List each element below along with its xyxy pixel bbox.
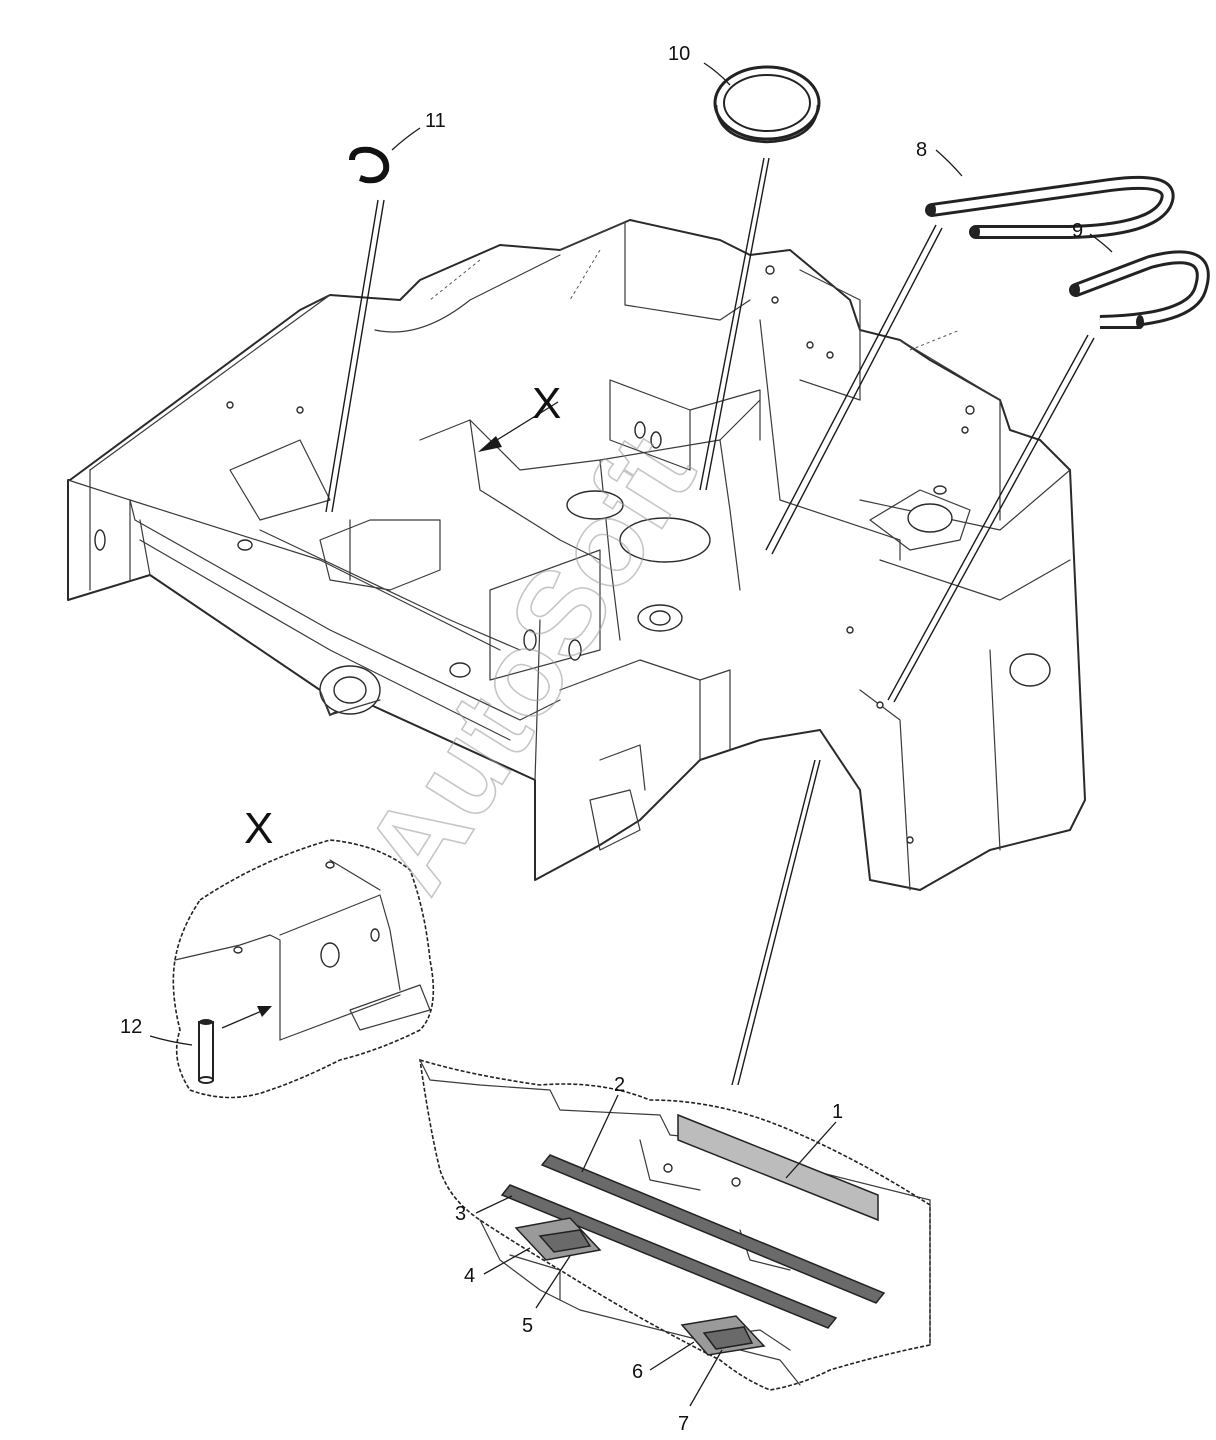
part-10-ring-seal — [713, 65, 821, 144]
part-11-clip — [349, 146, 390, 184]
part-leader-lines — [325, 157, 1095, 1086]
callout-6: 6 — [632, 1361, 643, 1383]
view-marker-x: X — [532, 379, 561, 428]
callout-12: 12 — [120, 1016, 142, 1038]
part-9-hose-loop — [1069, 250, 1210, 329]
part-8-hose-loop — [925, 175, 1175, 239]
callout-1: 1 — [832, 1101, 843, 1123]
watermark: AutoSoft — [338, 413, 720, 914]
callout-pointers — [149, 62, 1113, 1407]
callout-7: 7 — [678, 1413, 689, 1435]
floor-panel-detail — [419, 1058, 931, 1391]
callout-5: 5 — [522, 1315, 533, 1337]
callout-10: 10 — [668, 43, 690, 65]
callout-4: 4 — [464, 1265, 475, 1287]
callout-3: 3 — [455, 1203, 466, 1225]
callout-8: 8 — [916, 139, 927, 161]
detail-x-view — [172, 839, 435, 1099]
callout-11: 11 — [425, 110, 446, 132]
callout-9: 9 — [1072, 220, 1083, 242]
view-direction-arrow — [478, 401, 559, 452]
main-frame — [67, 219, 1086, 891]
detail-marker-x: X — [244, 804, 273, 853]
callout-labels: 1 2 3 4 5 6 7 8 9 10 11 12 X X — [120, 43, 1083, 1435]
callout-2: 2 — [614, 1074, 625, 1096]
